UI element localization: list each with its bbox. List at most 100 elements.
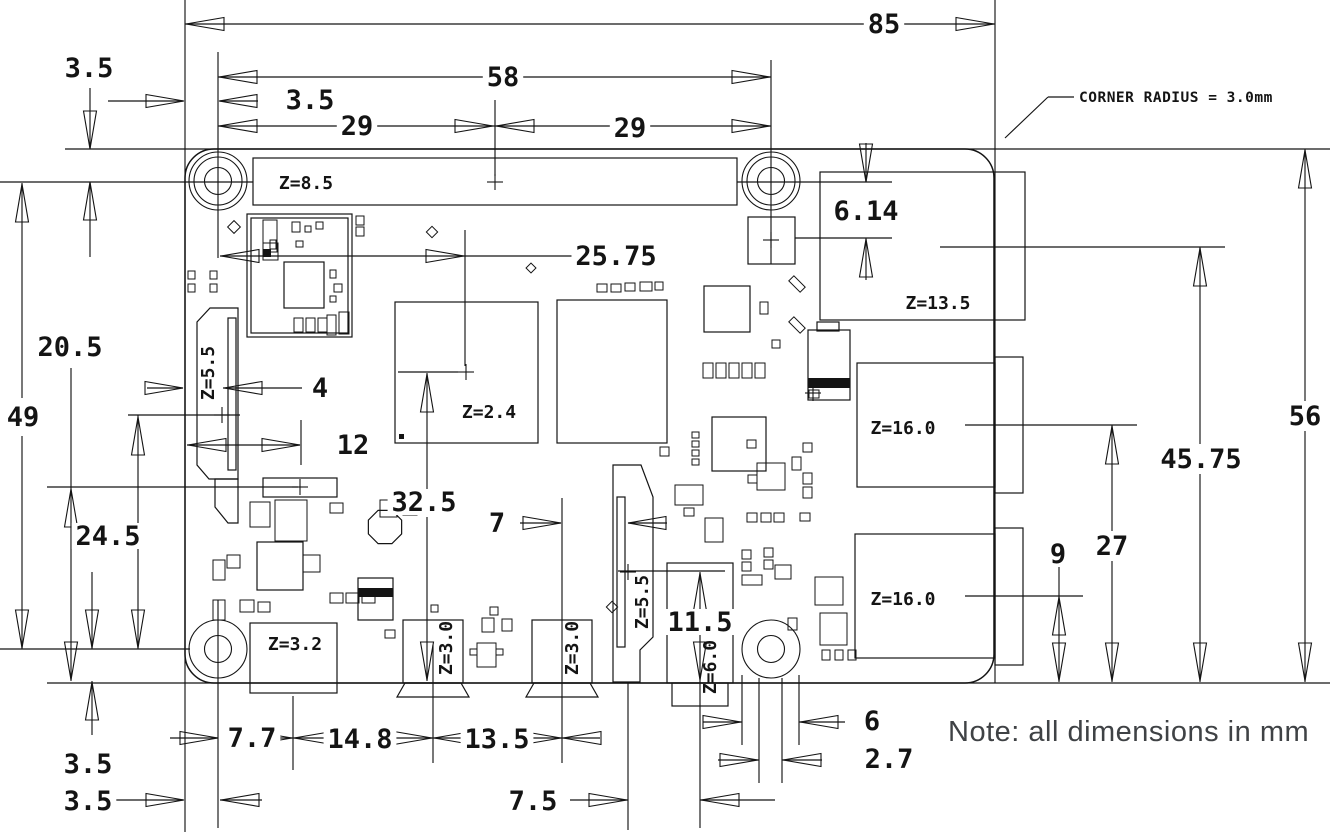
smd-part xyxy=(295,240,304,248)
smd-part xyxy=(187,283,196,293)
smd-part xyxy=(702,362,714,379)
wifi-module-inner xyxy=(250,217,349,334)
dim-arrow xyxy=(14,183,30,223)
smd-part xyxy=(759,301,769,315)
dim-arrow xyxy=(627,515,667,531)
dim-label: 9 xyxy=(1050,539,1066,570)
dim-label: 7.5 xyxy=(509,786,558,817)
dim-label-bg xyxy=(609,115,651,141)
smd-part xyxy=(741,574,763,586)
dim-label: 3.5 xyxy=(286,85,335,116)
cap-pmic xyxy=(357,577,394,621)
z-height-label: Z=13.5 xyxy=(905,293,970,314)
smd-part xyxy=(476,642,497,668)
dim-label-bg xyxy=(60,55,118,81)
dim-label-bg xyxy=(71,523,145,549)
smd-part xyxy=(305,317,316,333)
dim-arrow xyxy=(185,16,225,32)
mounting-hole xyxy=(756,634,786,664)
smd-part xyxy=(704,517,724,543)
smd-part xyxy=(691,440,700,448)
mounting-hole xyxy=(188,151,248,211)
dim-label-bg xyxy=(859,708,885,734)
z-height-label: Z=8.5 xyxy=(279,173,333,194)
smd-part xyxy=(674,484,704,506)
dim-arrow xyxy=(130,416,146,456)
smd-part xyxy=(763,547,774,558)
av-jack-barrel xyxy=(671,682,729,707)
dim-label: 32.5 xyxy=(391,487,456,518)
dim-label: 3.5 xyxy=(64,749,113,780)
smd-part xyxy=(715,362,727,379)
smd-part xyxy=(329,295,337,303)
smd-part xyxy=(741,561,752,572)
z-height-label: Z=3.0 xyxy=(562,621,583,675)
smd-part xyxy=(771,339,781,349)
dim-label-bg xyxy=(504,788,562,814)
cap-eth-band xyxy=(808,378,850,388)
usb-hub-chip xyxy=(703,285,751,333)
smd-part xyxy=(293,317,304,333)
inductor xyxy=(367,509,403,545)
dim-arrow xyxy=(179,730,219,746)
z-height-label: Z=3.0 xyxy=(436,621,457,675)
smd-part xyxy=(834,649,844,661)
smd-part xyxy=(209,283,218,293)
dim-arrow xyxy=(858,143,874,183)
smd-part xyxy=(469,648,478,656)
smd-part xyxy=(212,559,226,581)
dim-label: 58 xyxy=(487,62,520,93)
dim-arrow xyxy=(588,792,628,808)
dim-arrow xyxy=(145,93,185,109)
usb-port-1-shell xyxy=(994,356,1024,494)
dim-arrow xyxy=(145,792,185,808)
dim-label-bg xyxy=(571,243,661,269)
smd-part xyxy=(430,604,439,613)
corner-leader xyxy=(1004,96,1049,139)
dim-arrow xyxy=(223,380,263,396)
smd-part xyxy=(304,225,312,233)
smd-part xyxy=(274,499,308,542)
dim-arrow xyxy=(84,681,100,721)
smd-part xyxy=(326,314,337,336)
dim-label-bg xyxy=(829,198,903,224)
smd-part xyxy=(747,474,758,484)
dsi-inner xyxy=(227,317,237,471)
smd-part xyxy=(596,283,608,293)
camera-connector xyxy=(747,216,796,265)
dim-arrow xyxy=(702,714,742,730)
dim-label: 27 xyxy=(1096,531,1129,562)
smd-part xyxy=(269,239,277,250)
dim-arrow xyxy=(719,752,759,768)
smd-part xyxy=(187,270,196,280)
diamond-part xyxy=(788,316,806,334)
smd-part xyxy=(746,439,757,449)
dim-label-bg xyxy=(307,375,333,401)
smd-part xyxy=(329,502,344,514)
smd-part xyxy=(384,629,396,639)
dim-label-bg xyxy=(2,404,44,430)
corner-radius-note: CORNER RADIUS = 3.0mm xyxy=(1079,90,1273,106)
smd-part xyxy=(610,283,622,293)
smd-part xyxy=(302,554,321,573)
smd-part xyxy=(802,472,813,485)
mounting-hole xyxy=(193,156,243,206)
dim-label: 11.5 xyxy=(667,607,732,638)
dim-label-bg xyxy=(59,751,117,777)
dim-label-bg xyxy=(1156,446,1246,472)
dim-label: 45.75 xyxy=(1160,444,1241,475)
dim-arrow xyxy=(1104,642,1120,682)
smd-part xyxy=(239,599,255,613)
dim-label-bg xyxy=(863,11,905,37)
dim-arrow xyxy=(1051,642,1067,682)
sd-card-socket xyxy=(249,622,338,694)
z-height-label: Z=16.0 xyxy=(870,418,935,439)
dim-arrow xyxy=(1104,425,1120,465)
dim-arrow xyxy=(130,609,146,649)
dim-label-bg xyxy=(460,726,534,752)
dim-label-bg xyxy=(59,788,117,814)
dim-label: 24.5 xyxy=(75,521,140,552)
smd-part xyxy=(763,559,774,570)
smd-part xyxy=(728,362,740,379)
dim-arrow xyxy=(220,792,260,808)
